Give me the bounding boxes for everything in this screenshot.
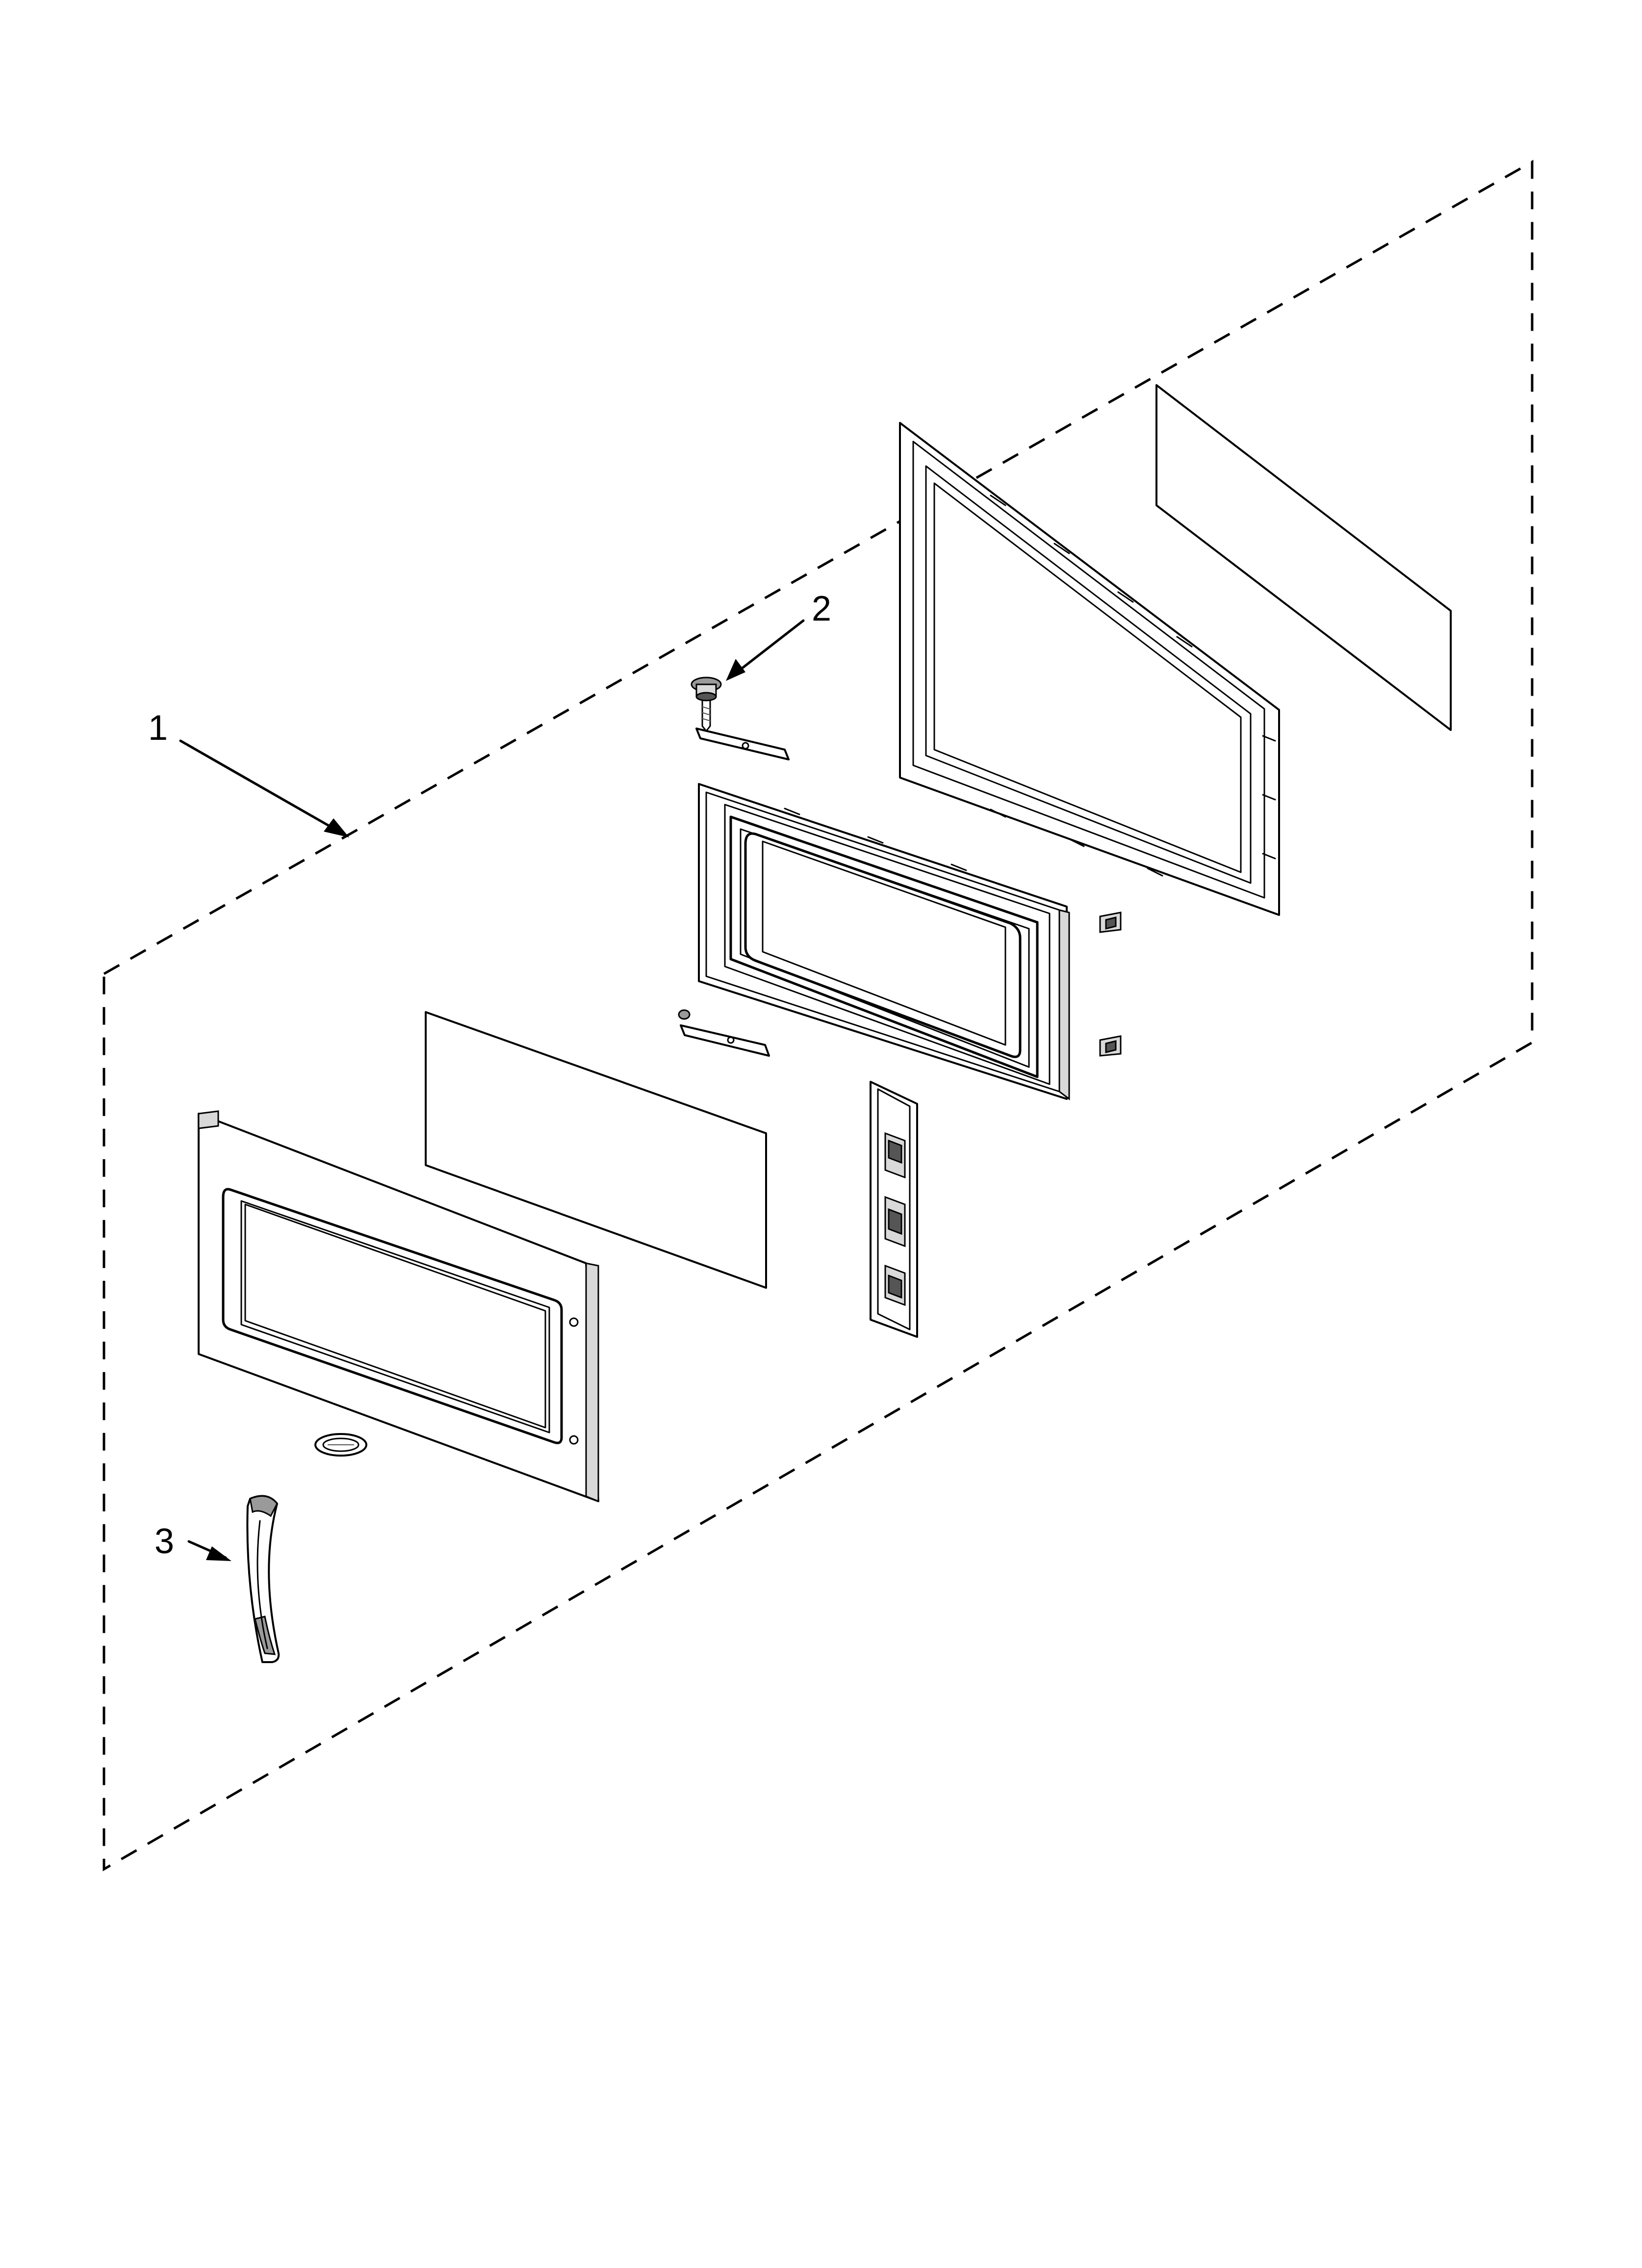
inner-door-panel <box>698 783 1070 1100</box>
rear-glass-panel <box>1155 384 1452 731</box>
arrowhead-icon <box>324 818 349 837</box>
front-glass-panel <box>425 1011 767 1289</box>
callout-2: 2 <box>726 589 831 681</box>
rear-door-frame <box>899 422 1280 916</box>
callout-3: 3 <box>154 1522 231 1561</box>
arrowhead-icon <box>206 1546 231 1561</box>
callout-label-2: 2 <box>812 589 831 628</box>
latch-hooks <box>1099 912 1122 1057</box>
callout-1: 1 <box>148 708 349 837</box>
arrowhead-icon <box>726 659 745 681</box>
callout-label-3: 3 <box>154 1522 174 1561</box>
door-latch-assembly <box>870 1081 918 1338</box>
assembly-boundary <box>103 159 1534 1872</box>
callout-label-1: 1 <box>148 708 168 748</box>
lower-hinge <box>678 1009 770 1057</box>
screw-and-upper-hinge <box>691 677 790 760</box>
door-handle <box>246 1495 280 1663</box>
outer-door-panel <box>198 1110 599 1503</box>
